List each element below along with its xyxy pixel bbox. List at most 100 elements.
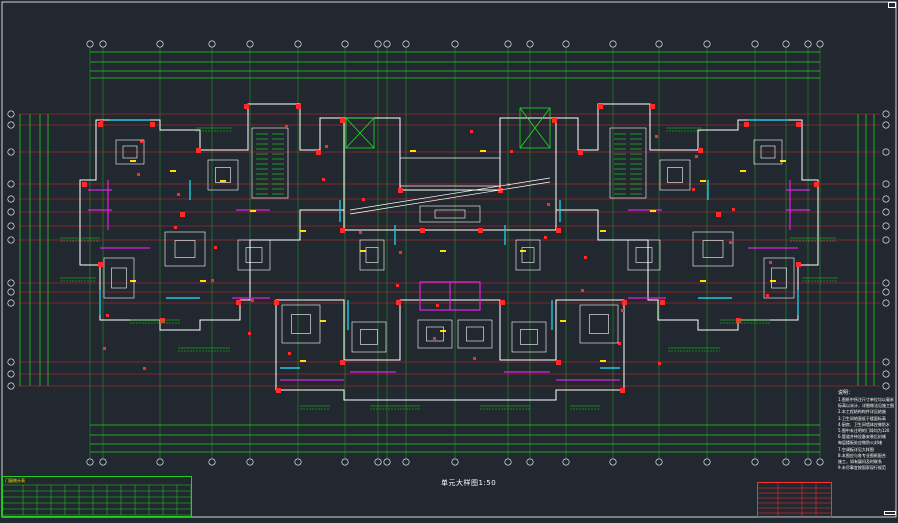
axis-bubble — [703, 40, 711, 48]
axis-bubble — [156, 458, 164, 466]
axis-bubble — [7, 370, 15, 378]
axis-bubble — [526, 40, 534, 48]
axis-bubble — [156, 40, 164, 48]
axis-bubble — [504, 40, 512, 48]
furniture-item — [359, 239, 385, 271]
column — [274, 300, 279, 305]
furniture-detail — [215, 167, 231, 183]
room-label-mark — [480, 150, 486, 152]
furniture-item — [579, 304, 619, 344]
wall-tick — [621, 309, 624, 312]
axis-bubble — [7, 148, 15, 156]
corridor-lines — [349, 157, 551, 215]
column — [420, 228, 425, 233]
wall-tick — [658, 362, 661, 365]
wall-tick — [214, 246, 217, 249]
furniture-detail — [122, 145, 138, 159]
room-label-mark — [740, 170, 746, 172]
wall-tick — [732, 208, 735, 211]
room-label-mark — [360, 250, 366, 252]
column — [340, 360, 345, 365]
furniture-item — [763, 257, 795, 299]
wall-tick — [470, 130, 473, 133]
wall-tick — [359, 231, 362, 234]
axis-bubble — [782, 458, 790, 466]
axis-bubble — [882, 279, 890, 287]
axis-bubble — [882, 121, 890, 129]
axis-bubble — [383, 40, 391, 48]
axis-bubble — [7, 236, 15, 244]
note-line: 每层楼板处应做防火封堵 — [838, 440, 882, 446]
furniture-item — [692, 231, 734, 267]
windows-and-fixtures — [88, 180, 810, 381]
furniture-item — [417, 319, 453, 349]
axis-bubble — [374, 40, 382, 48]
furniture-detail — [365, 247, 379, 263]
schedule-title: 门窗统计表 — [5, 478, 25, 483]
column — [552, 118, 557, 123]
axis-bubble — [882, 299, 890, 307]
yellow-annotations — [130, 150, 786, 362]
wall-tick — [174, 226, 177, 229]
column — [556, 228, 561, 233]
room-label-mark — [440, 330, 446, 332]
axis-bubble — [609, 40, 617, 48]
room-label-mark — [600, 230, 606, 232]
axis-bubble — [703, 458, 711, 466]
wall-tick — [618, 342, 621, 345]
furniture-detail — [589, 314, 609, 334]
axis-bubble — [7, 180, 15, 188]
structural-walls — [82, 104, 819, 393]
wall-tick — [177, 193, 180, 196]
furniture-detail — [520, 329, 538, 345]
stair-cores — [251, 127, 647, 199]
axis-bubble — [7, 195, 15, 203]
axis-bubble — [294, 458, 302, 466]
note-line: 8.本图应与各专业图纸配合 — [838, 452, 886, 458]
note-line: 4.厨房、卫生间墙体应做防水 — [838, 421, 890, 427]
wall-tick — [436, 304, 439, 307]
column — [716, 212, 721, 217]
wall-tick — [322, 178, 325, 181]
axis-bubble — [882, 358, 890, 366]
room-label-mark — [410, 150, 416, 152]
axis-bubble — [882, 148, 890, 156]
axis-bubble — [782, 40, 790, 48]
column — [98, 262, 103, 267]
column — [698, 148, 703, 153]
column — [814, 182, 819, 187]
furniture-item — [164, 231, 206, 267]
axis-bubble — [816, 40, 824, 48]
wall-tick — [766, 294, 769, 297]
furniture-detail — [360, 329, 378, 345]
column — [160, 318, 165, 323]
axis-bubble — [751, 458, 759, 466]
axis-bubble — [882, 288, 890, 296]
column — [660, 300, 665, 305]
room-label-mark — [220, 180, 226, 182]
furniture-item — [511, 321, 547, 353]
axis-bubble — [882, 180, 890, 188]
axis-bubble — [882, 370, 890, 378]
axis-bubble — [99, 458, 107, 466]
room-label-mark — [250, 210, 256, 212]
axis-bubble — [341, 458, 349, 466]
furniture-detail — [760, 145, 776, 159]
axis-bubble — [562, 458, 570, 466]
wall-tick — [399, 251, 402, 254]
door-window-schedule: 门窗统计表 — [2, 476, 192, 517]
axis-bubble — [402, 40, 410, 48]
column — [150, 122, 155, 127]
furniture-item — [515, 239, 541, 271]
furniture-item — [207, 159, 239, 191]
room-label-mark — [520, 250, 526, 252]
column — [276, 388, 281, 393]
column — [396, 300, 401, 305]
drawing-title: 单元大样图1:50 — [441, 479, 497, 487]
wall-tick — [143, 367, 146, 370]
furniture-detail — [771, 267, 787, 289]
axis-bubble — [882, 208, 890, 216]
elevator-shafts — [345, 107, 551, 149]
